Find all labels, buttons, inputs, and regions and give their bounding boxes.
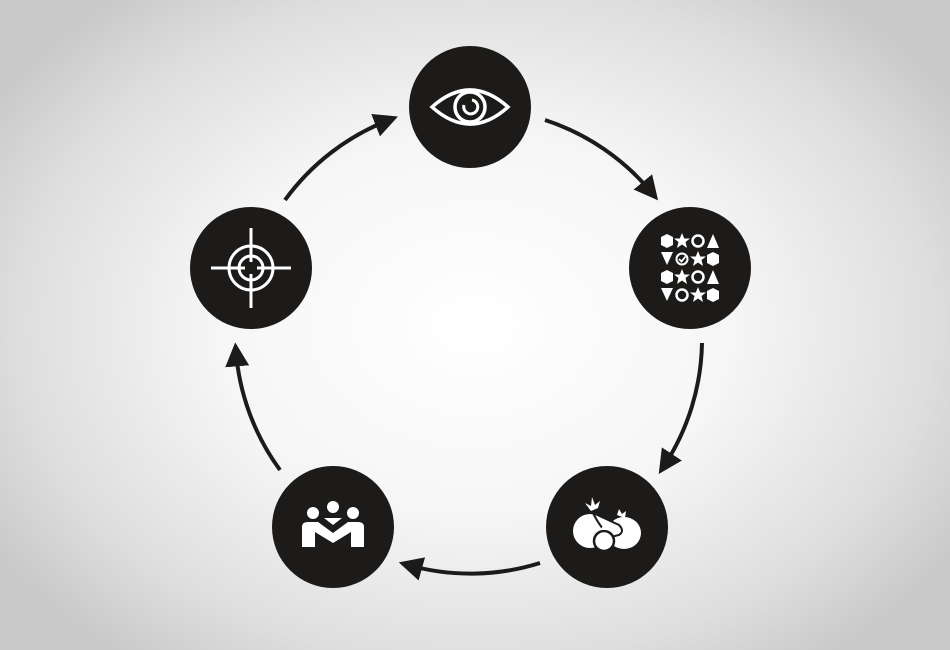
node-collaborate — [272, 466, 394, 588]
node-observe — [409, 46, 531, 168]
shapes-grid-check-icon — [661, 233, 719, 302]
arrow-collaborate-to-target — [225, 342, 282, 472]
vegetables-icon — [573, 497, 641, 553]
arrow-sort-to-produce — [658, 342, 704, 475]
node-produce — [546, 466, 668, 588]
people-group-icon — [302, 501, 364, 547]
eye-icon — [429, 88, 511, 126]
arrow-produce-to-collaborate — [398, 557, 541, 581]
node-sort — [629, 207, 751, 329]
node-target — [190, 207, 312, 329]
arrow-observe-to-sort — [544, 118, 659, 201]
arrow-target-to-observe — [283, 114, 398, 202]
crosshair-target-icon — [211, 228, 291, 308]
